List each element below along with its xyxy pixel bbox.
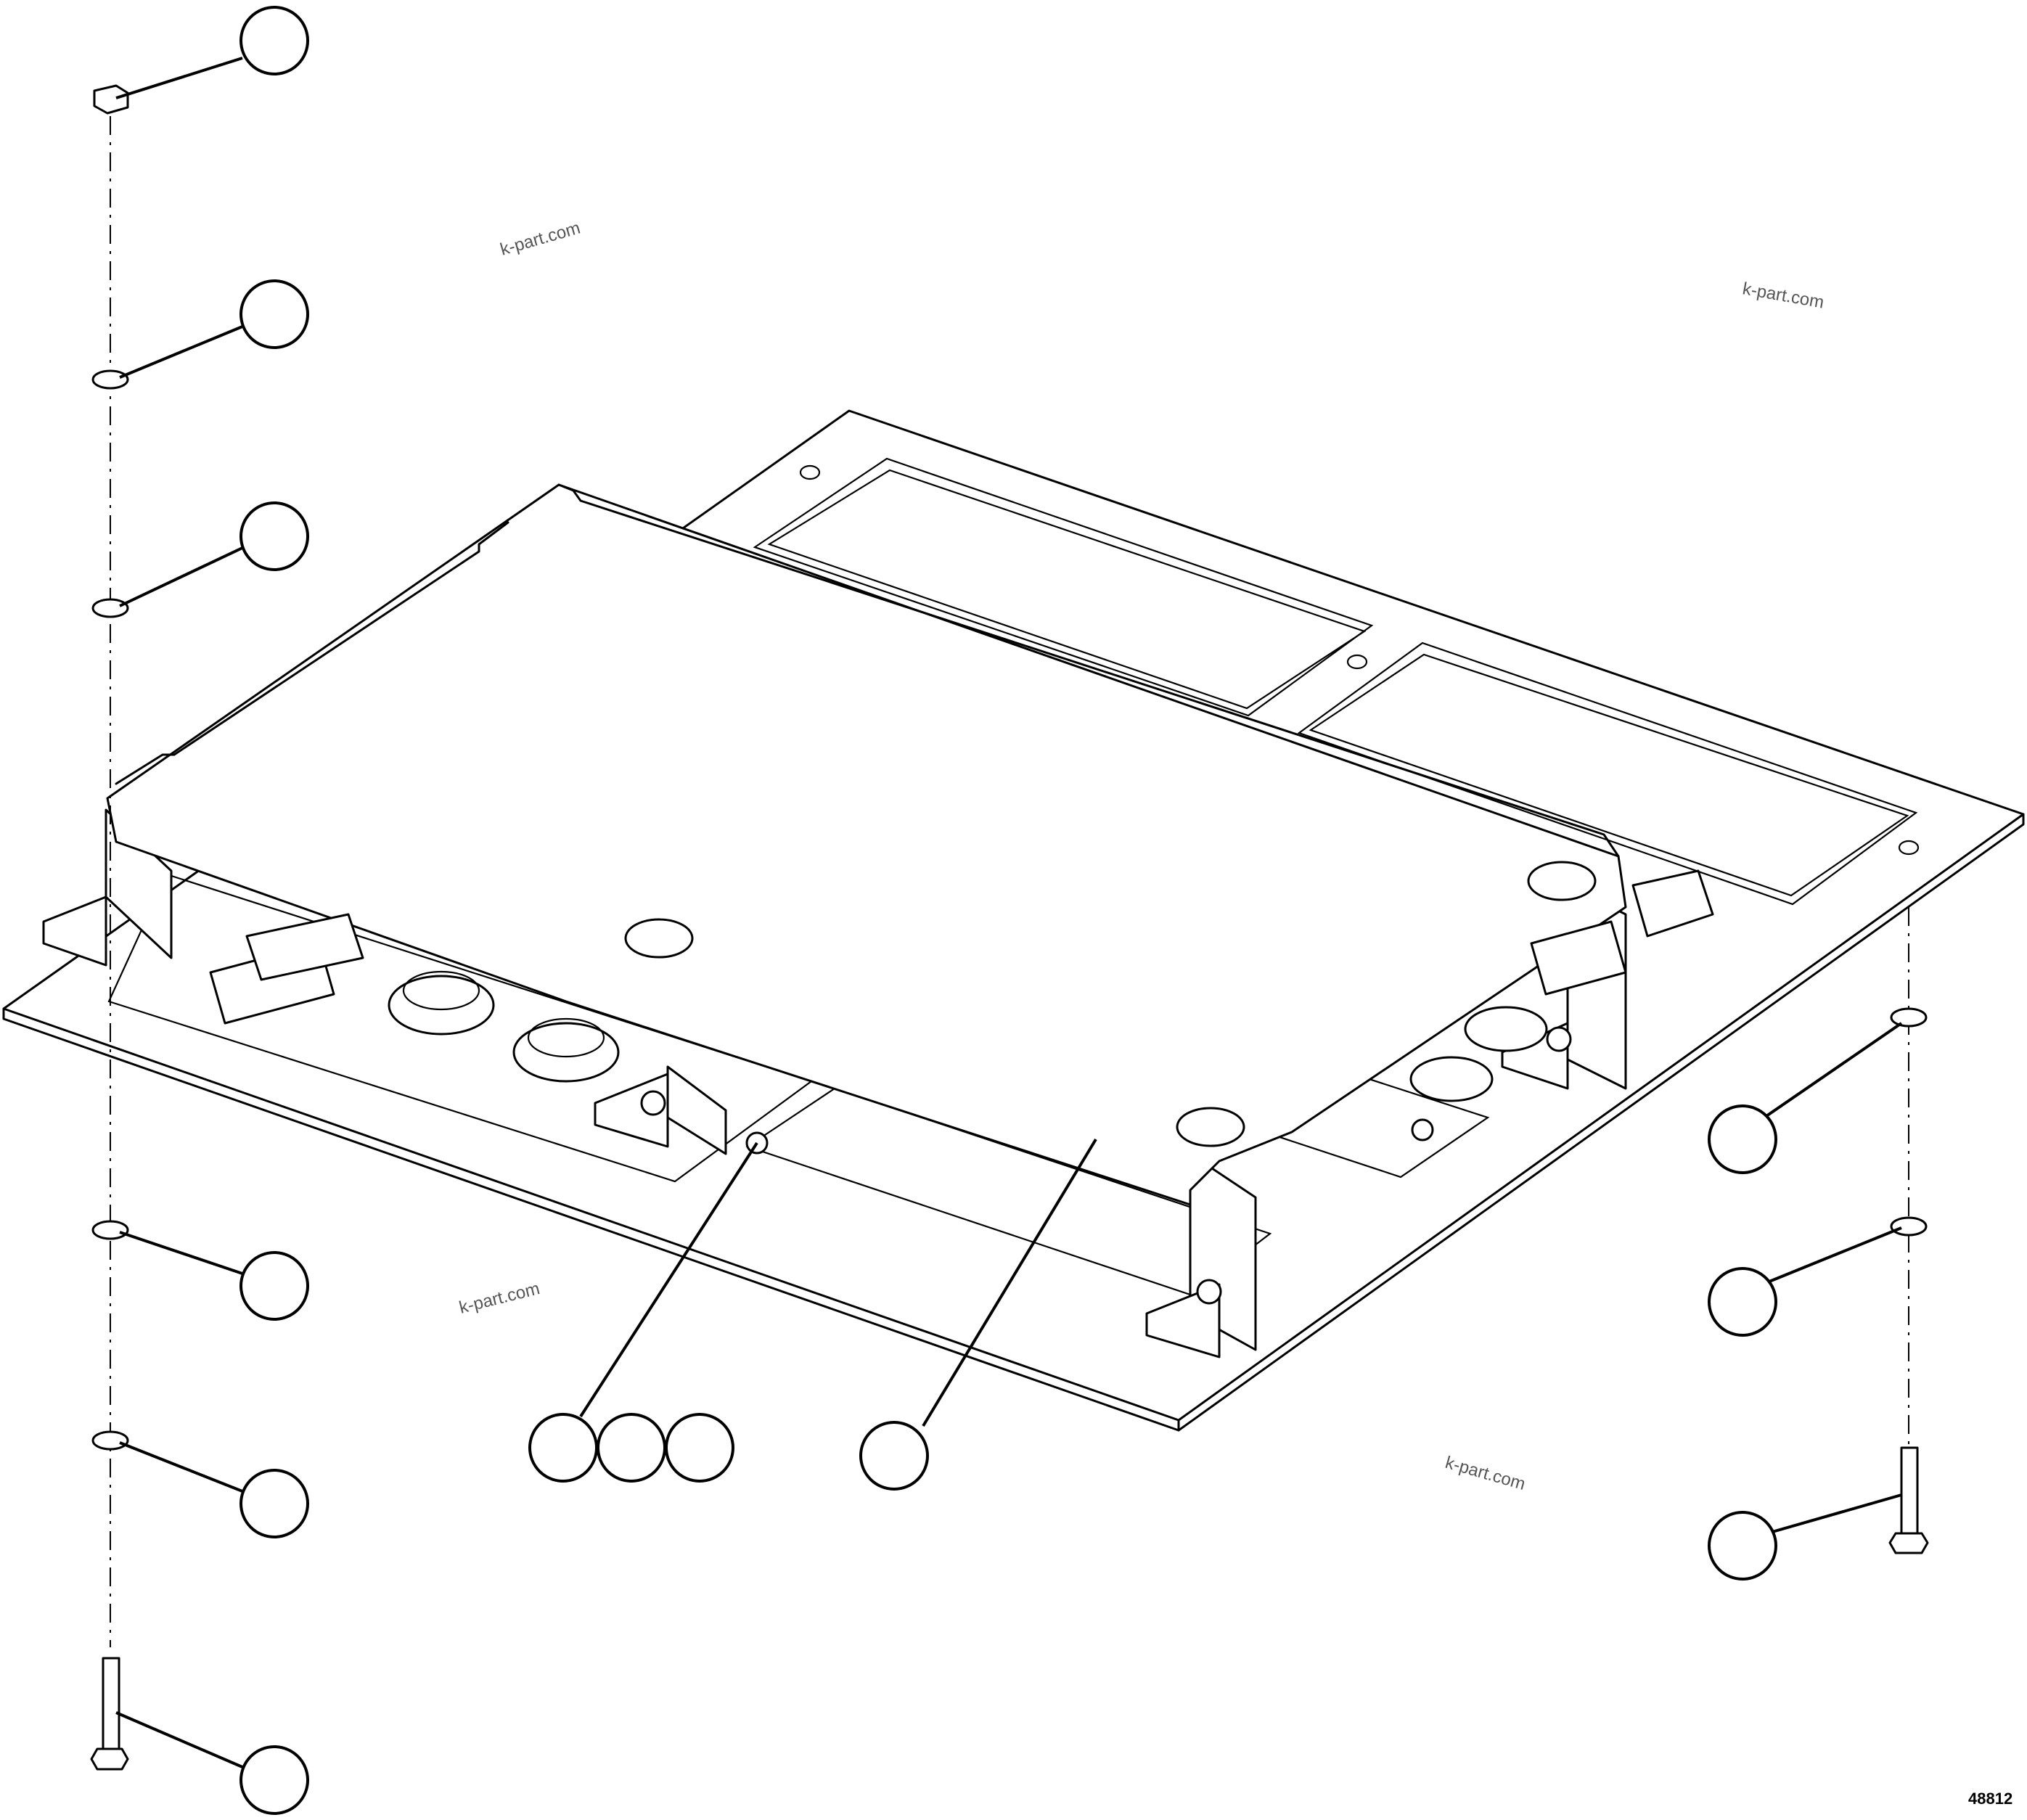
flat-washer-right-lower [1890,1216,1928,1237]
flat-washer-upper [91,598,129,618]
watermark: k-part.com [1741,279,1825,312]
callout-circle [1708,1267,1777,1337]
callout-circle [239,1469,309,1538]
callout-circle [528,1413,598,1483]
callout-circle [1708,1104,1777,1174]
flat-washer-bottom [91,1430,129,1451]
callout-circle [859,1421,929,1491]
nut-hex [93,84,129,115]
flat-washer-lower [91,1220,129,1240]
bolt-right [1900,1446,1919,1535]
callout-circle [665,1413,734,1483]
callouts [239,6,1777,1815]
callout-circle [597,1413,666,1483]
callout-circle [239,1745,309,1815]
bolt-left [102,1657,120,1750]
right-fastener-stack [1888,907,1929,1554]
connectors [209,869,1714,1102]
lock-washer [91,369,129,390]
watermark: k-part.com [1443,1453,1527,1494]
callout-circle [239,279,309,349]
figure-number: 48812 [1968,1790,2012,1808]
leader-lines [115,57,1903,1768]
watermark: k-part.com [457,1279,542,1318]
callout-circle [1708,1511,1777,1581]
callout-circle [239,6,309,75]
watermark: k-part.com [498,218,582,260]
callout-circle [239,1251,309,1321]
callout-circle [239,501,309,571]
left-fastener-stack [90,84,129,1771]
flat-washer-right-upper [1890,1007,1928,1028]
